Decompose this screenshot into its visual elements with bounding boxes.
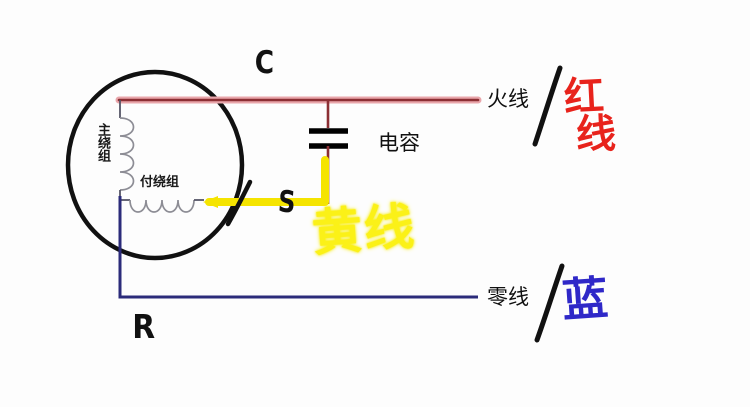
aux-winding-label: 付绕组 [140, 174, 180, 189]
main-winding-label: 主绕组 [96, 123, 111, 162]
annotation-red-wire: 红 线 [563, 72, 615, 159]
pointer-slash-live [532, 65, 563, 147]
terminal-marker-s: S [276, 184, 297, 221]
yellow-wire-line [205, 156, 329, 206]
neutral-wire-line [118, 196, 478, 299]
annotation-red-wire-line2: 线 [575, 110, 615, 159]
motor-body-outline [65, 69, 245, 261]
pointer-slash-aux [225, 179, 253, 227]
annotation-blue-wire: 蓝 [560, 270, 610, 328]
neutral-wire-label: 零线 [487, 286, 529, 309]
live-wire-label: 火线 [487, 88, 529, 111]
main-winding-coil [119, 117, 135, 191]
terminal-marker-c: C [254, 45, 275, 81]
yellow-wire-arrowhead [203, 196, 218, 208]
terminal-marker-r: R [132, 307, 156, 346]
capacitor-label: 电容 [378, 132, 420, 155]
pointer-slash-neutral [534, 263, 565, 343]
aux-winding-coil [129, 199, 195, 213]
annotation-yellow-wire: 黄线 [310, 196, 418, 263]
